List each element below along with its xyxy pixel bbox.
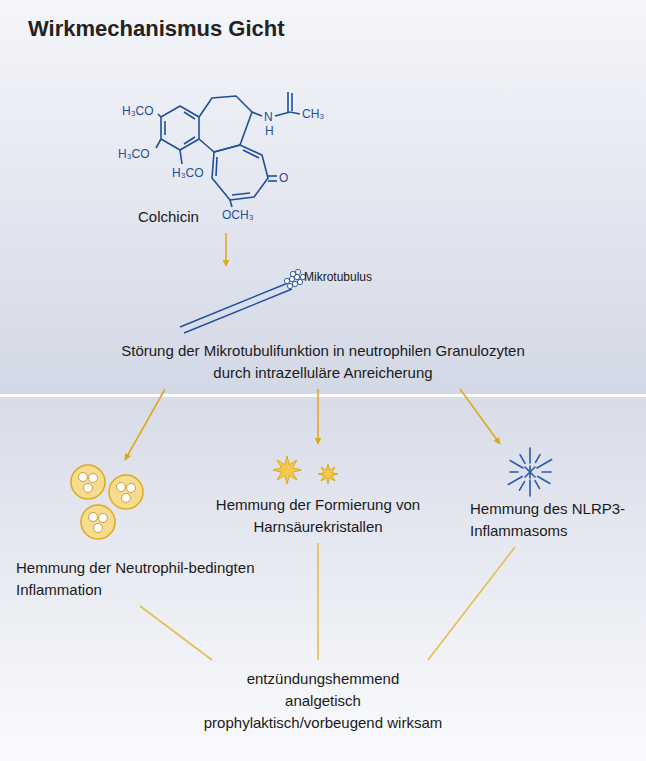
connector-arrow bbox=[460, 389, 500, 444]
node-text: prophylaktisch/vorbeugend wirksam bbox=[123, 712, 523, 734]
effect-box: Hemmung der Formierung von Harnsäurekris… bbox=[195, 446, 441, 541]
connector-line bbox=[317, 543, 319, 660]
node-text: Störung der Mikrotubulifunktion in neutr… bbox=[110, 340, 536, 384]
node-text: Hemmung des NLRP3-Inflammasoms bbox=[470, 498, 640, 542]
node-text: Colchicin bbox=[138, 206, 233, 228]
atom-label: N bbox=[264, 110, 273, 124]
connector-line bbox=[140, 606, 212, 660]
outcome-text: entzündungshemmendanalgetischprophylakti… bbox=[123, 662, 523, 737]
atom-label: CH₃ bbox=[302, 107, 324, 121]
node-text: analgetisch bbox=[123, 690, 523, 712]
diagram-title: Wirkmechanismus Gicht bbox=[28, 16, 285, 42]
atom-label: H₃CO bbox=[172, 166, 204, 180]
effect-box: Hemmung der Neutrophil-bedingten Inflamm… bbox=[12, 462, 284, 604]
atom-label: OCH₃ bbox=[222, 208, 254, 222]
microtubule-label: Mikrotubulus bbox=[178, 268, 418, 332]
connector-arrow bbox=[225, 233, 227, 266]
panel-divider bbox=[0, 394, 646, 397]
inflammasome-icon bbox=[508, 448, 551, 496]
neutrophil-icon bbox=[71, 465, 143, 539]
drug-label: Colchicin bbox=[138, 204, 233, 231]
crystal-icon bbox=[273, 456, 338, 484]
effect-box: Hemmung des NLRP3-Inflammasoms bbox=[448, 446, 640, 545]
top-panel bbox=[0, 0, 646, 394]
node-text: entzündungshemmend bbox=[123, 668, 523, 690]
atom-label: H bbox=[265, 124, 274, 138]
node-text: Hemmung der Formierung von Harnsäurekris… bbox=[195, 494, 441, 538]
mechanism-text: Störung der Mikrotubulifunktion in neutr… bbox=[110, 336, 536, 387]
node-text: Hemmung der Neutrophil-bedingten Inflamm… bbox=[16, 557, 284, 601]
atom-label: H₃CO bbox=[122, 104, 154, 118]
colchicine-structure bbox=[156, 92, 300, 207]
bottom-panel bbox=[0, 397, 646, 761]
atom-label: H₃CO bbox=[118, 147, 150, 161]
connector-arrow bbox=[317, 389, 319, 444]
connector-line bbox=[428, 547, 515, 660]
node-text: Mikrotubulus bbox=[304, 270, 418, 285]
connector-arrow bbox=[125, 389, 165, 460]
atom-label: O bbox=[279, 171, 288, 185]
microtubule-symbol bbox=[180, 269, 306, 333]
